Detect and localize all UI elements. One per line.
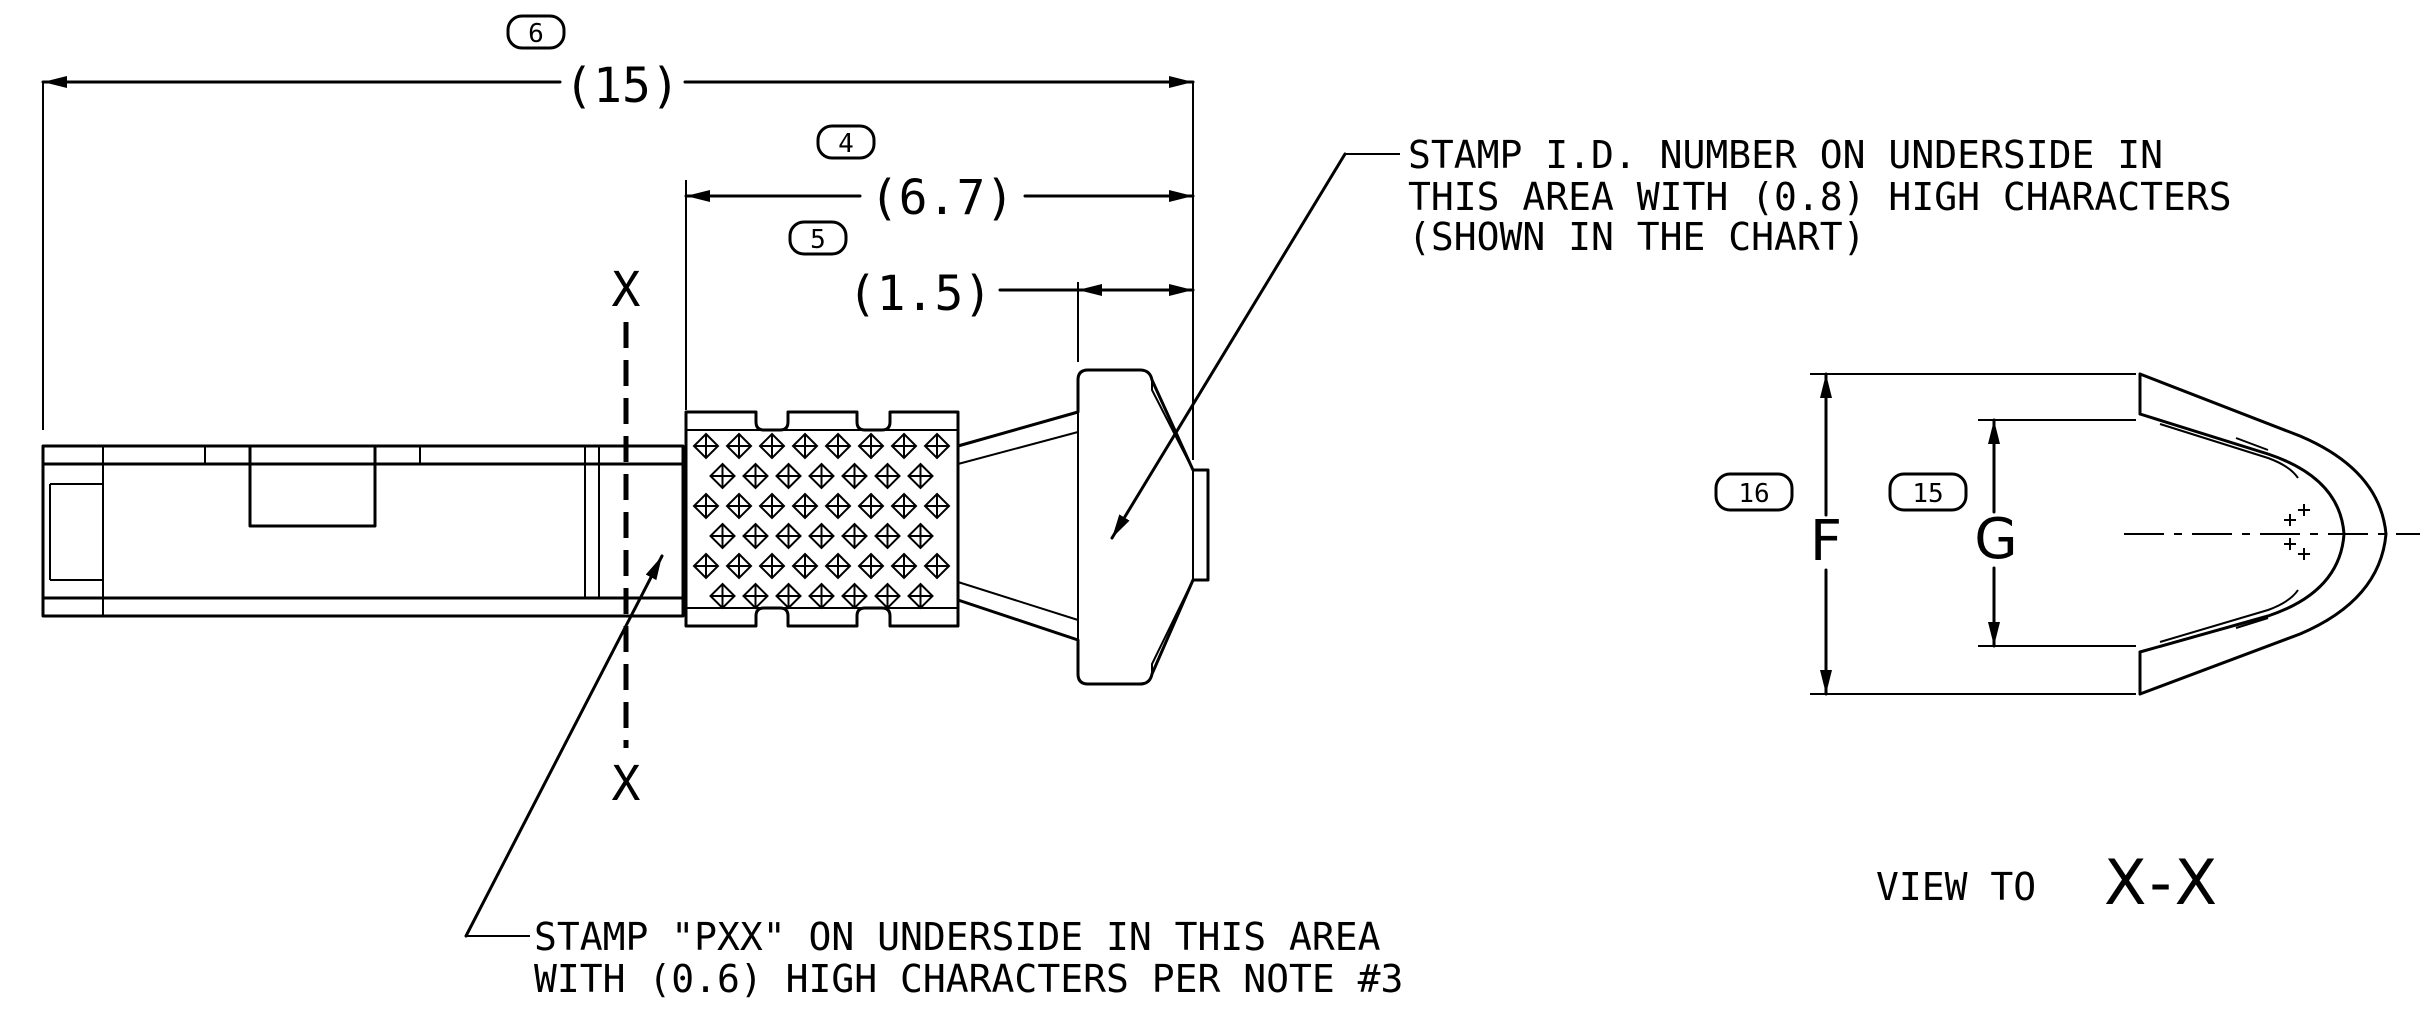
knurl-diamond bbox=[841, 462, 868, 490]
knurl-diamond bbox=[791, 492, 819, 520]
section-view-x-x: F 16 G 15 VIEW TO X-X bbox=[1714, 372, 2420, 919]
knurl-diamond bbox=[725, 492, 753, 520]
knurl-diamond bbox=[874, 522, 901, 550]
balloon bbox=[506, 14, 566, 50]
knurl-diamond bbox=[725, 552, 753, 580]
dimension-crimp: 4 (6.7) bbox=[684, 124, 1195, 410]
knurl-diamond bbox=[692, 432, 720, 460]
knurl-pattern bbox=[692, 432, 951, 610]
section-letter-top: X bbox=[612, 262, 641, 318]
note-line: (SHOWN IN THE CHART) bbox=[1408, 215, 1866, 259]
knurl-diamond bbox=[907, 582, 934, 610]
note-stamp-pxx: STAMP "PXX" ON UNDERSIDE IN THIS AREA WI… bbox=[464, 554, 1403, 1001]
section-line-x-x: X X bbox=[612, 262, 641, 812]
knurl-diamond bbox=[758, 552, 786, 580]
leader-line bbox=[1110, 152, 1347, 540]
note-line: WITH (0.6) HIGH CHARACTERS PER NOTE #3 bbox=[534, 957, 1403, 1001]
knurl-diamond bbox=[775, 522, 802, 550]
dimension-value: (1.5) bbox=[848, 266, 993, 322]
knurl-diamond bbox=[907, 462, 934, 490]
knurl-diamond bbox=[923, 432, 951, 460]
balloon-number: 5 bbox=[810, 225, 826, 255]
balloon-number: 15 bbox=[1912, 479, 1943, 509]
balloon-number: 16 bbox=[1738, 479, 1769, 509]
balloon bbox=[1888, 472, 1968, 512]
note-line: THIS AREA WITH (0.8) HIGH CHARACTERS bbox=[1408, 175, 2232, 219]
dimension-letter-g: G bbox=[1974, 507, 2017, 572]
knurl-diamond bbox=[692, 492, 720, 520]
knurl-diamond bbox=[923, 492, 951, 520]
knurl-diamond bbox=[791, 432, 819, 460]
knurl-diamond bbox=[923, 552, 951, 580]
knurl-diamond bbox=[907, 522, 934, 550]
knurl-diamond bbox=[742, 522, 769, 550]
dimension-letter-f: F bbox=[1810, 509, 1842, 574]
terminal-side-view bbox=[41, 368, 1210, 686]
transition bbox=[956, 368, 1210, 686]
view-label-section: X-X bbox=[2104, 846, 2223, 919]
contact-window bbox=[248, 444, 377, 528]
dimension-value: (15) bbox=[564, 58, 680, 114]
knurl-diamond bbox=[890, 552, 918, 580]
note-line: STAMP I.D. NUMBER ON UNDERSIDE IN bbox=[1408, 133, 2163, 177]
knurl-diamond bbox=[725, 432, 753, 460]
knurl-diamond bbox=[824, 492, 852, 520]
knurl-diamond bbox=[758, 492, 786, 520]
knurl-diamond bbox=[857, 552, 885, 580]
balloon bbox=[788, 220, 848, 256]
knurl-diamond bbox=[791, 552, 819, 580]
knurl-diamond bbox=[775, 582, 802, 610]
knurl-diamond bbox=[808, 582, 835, 610]
knurl-diamond bbox=[742, 582, 769, 610]
note-line: STAMP "PXX" ON UNDERSIDE IN THIS AREA bbox=[534, 915, 1381, 959]
knurl-diamond bbox=[857, 492, 885, 520]
section-letter-bottom: X bbox=[612, 756, 641, 812]
contact-body bbox=[41, 444, 685, 618]
dimension-overall: 6 (15) bbox=[41, 14, 1195, 460]
knurl-diamond bbox=[808, 462, 835, 490]
balloon-number: 6 bbox=[528, 19, 544, 49]
knurl-diamond bbox=[758, 432, 786, 460]
note-stamp-id: STAMP I.D. NUMBER ON UNDERSIDE IN THIS A… bbox=[1110, 133, 2232, 540]
knurl-diamond bbox=[824, 552, 852, 580]
balloon bbox=[816, 124, 876, 160]
knurl-diamond bbox=[709, 582, 736, 610]
knurl-diamond bbox=[857, 432, 885, 460]
dimension-tip: 5 (1.5) bbox=[788, 220, 1195, 362]
knurl-diamond bbox=[709, 522, 736, 550]
leader-line bbox=[464, 554, 664, 938]
knurl-diamond bbox=[808, 522, 835, 550]
knurl-diamond bbox=[890, 492, 918, 520]
knurl-diamond bbox=[874, 582, 901, 610]
balloon bbox=[1714, 472, 1794, 512]
section-marks bbox=[2284, 504, 2310, 560]
knurl-diamond bbox=[709, 462, 736, 490]
knurl-diamond bbox=[890, 432, 918, 460]
knurl-diamond bbox=[824, 432, 852, 460]
knurl-diamond bbox=[742, 462, 769, 490]
knurl-diamond bbox=[874, 462, 901, 490]
balloon-number: 4 bbox=[838, 129, 854, 159]
view-label-prefix: VIEW TO bbox=[1876, 865, 2036, 909]
knurl-diamond bbox=[841, 582, 868, 610]
knurl-diamond bbox=[841, 522, 868, 550]
dimension-value: (6.7) bbox=[870, 170, 1015, 226]
knurl-diamond bbox=[775, 462, 802, 490]
knurl-diamond bbox=[692, 552, 720, 580]
